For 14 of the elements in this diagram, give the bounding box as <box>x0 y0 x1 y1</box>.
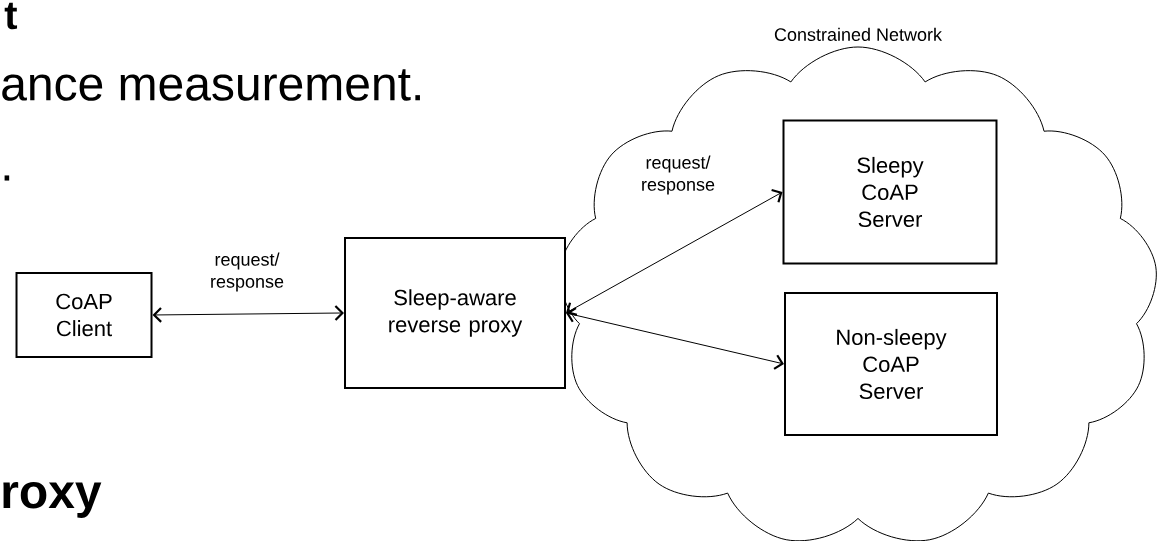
process-box: Sleepy CoAP Server <box>782 119 998 265</box>
process-box: CoAP Client <box>15 272 153 358</box>
process-box: Sleep-aware reverse proxy <box>344 237 566 389</box>
edge-label: request/ response <box>642 155 715 195</box>
double-arrow <box>566 307 784 370</box>
double-arrow <box>566 189 783 316</box>
double-arrow <box>152 305 344 323</box>
slide-text: t <box>4 2 18 30</box>
slide-text: . <box>4 175 10 181</box>
process-box: Non-sleepy CoAP Server <box>784 292 998 436</box>
slide-text: ance measurement. <box>2 69 420 101</box>
edge-label: request/ response <box>211 252 284 292</box>
slide-text: roxy <box>3 482 102 518</box>
node-label: Constrained Network <box>774 27 943 41</box>
